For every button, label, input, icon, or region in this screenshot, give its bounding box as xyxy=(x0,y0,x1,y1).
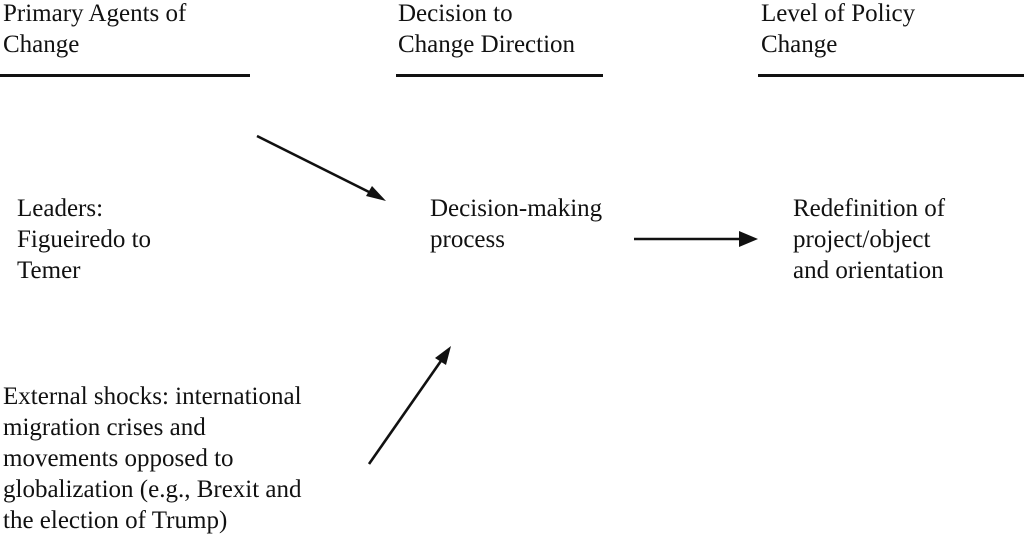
node-redefinition-of-project-object-and-orientation: Redefinition of project/object and orien… xyxy=(793,195,946,284)
header-rule-decision xyxy=(396,74,603,77)
column-header-primary-agents-of-change: Primary Agents of Change xyxy=(3,0,187,58)
header-rule-primary-agents xyxy=(0,74,250,77)
arrow-head-icon xyxy=(435,346,451,365)
node-leaders: Leaders: Figueiredo to Temer xyxy=(17,195,152,284)
header-rule-level xyxy=(758,74,1024,77)
arrow-head-icon xyxy=(739,231,758,247)
node-external-shocks: External shocks: international migration… xyxy=(3,383,302,534)
node-decision-making-process: Decision-making process xyxy=(430,195,603,253)
arrow-head-icon xyxy=(366,186,386,201)
column-header-decision-to-change-direction: Decision to Change Direction xyxy=(398,0,576,58)
column-header-level-of-policy-change: Level of Policy Change xyxy=(761,0,916,58)
arrow-leaders-to-decision-process xyxy=(256,134,386,201)
